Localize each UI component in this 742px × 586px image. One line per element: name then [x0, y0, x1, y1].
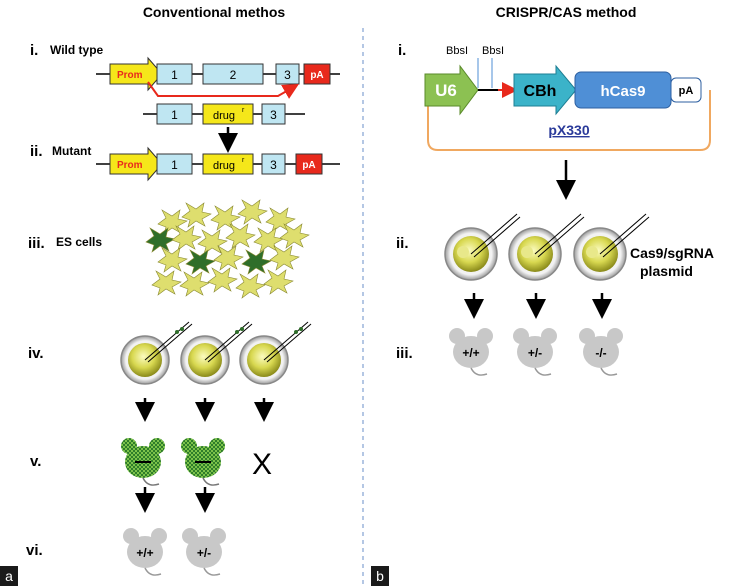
wt-exon-1: [156, 63, 193, 85]
wt-pa: [303, 63, 331, 85]
wt-pa-label: pA: [310, 70, 323, 81]
right-step-num-3: iii.: [396, 345, 413, 362]
cbh-promoter: [513, 64, 577, 116]
wt-promoter-label: Prom: [117, 70, 143, 81]
right-title: CRISPR/CAS method: [496, 4, 637, 20]
left-step-label-3: ES cells: [56, 235, 102, 249]
left-offspring-1: +/+: [122, 527, 168, 576]
wt-exon-1-label: 1: [171, 68, 178, 82]
wt-exon-2-label: 2: [230, 68, 237, 82]
left-genotype-2: +/-: [197, 546, 211, 560]
tc-exon-1-label: 1: [171, 108, 178, 122]
u6-promoter: [424, 64, 479, 116]
mut-drug-label: drug: [213, 160, 235, 172]
tc-drug-sup: r: [242, 107, 245, 114]
left-injected-embryos: [120, 321, 312, 385]
mut-promoter-label: Prom: [117, 160, 143, 171]
tc-exon-3-label: 3: [270, 108, 277, 122]
left-step-num-3: iii.: [28, 235, 45, 252]
mut-exon-3-label: 3: [270, 158, 277, 172]
wt-exon-3: [275, 63, 300, 85]
px330-plasmid: BbsI BbsI U6 CBh hCas9 pA pX330: [424, 45, 711, 151]
left-arrows-to-chimeras: [135, 398, 274, 422]
wt-exon-3-label: 3: [284, 68, 291, 82]
injection-label-2: plasmid: [640, 263, 693, 279]
hcas9-label: hCas9: [600, 83, 645, 100]
left-genotype-1: +/+: [136, 546, 153, 560]
mutant-gene: Prom 1 drug r 3 pA: [96, 146, 340, 182]
right-offspring-2: +/-: [512, 327, 558, 376]
panel-tag-b: b: [376, 568, 384, 584]
mut-drug-sup: r: [242, 157, 245, 164]
panel-tag-b-box: [371, 566, 389, 586]
cbh-label: CBh: [524, 83, 557, 100]
left-step-label-2: Mutant: [52, 144, 91, 158]
left-step-num-2: ii.: [30, 143, 43, 160]
plasmid-pa: [670, 77, 702, 103]
chimera-mouse-1: [120, 437, 166, 487]
left-step-num-5: v.: [30, 453, 41, 470]
right-step-num-1: i.: [398, 42, 406, 59]
failed-mark: X: [252, 448, 272, 481]
panel-tag-a-box: [0, 566, 18, 586]
wild-type-gene: Prom 1 2 3 pA: [96, 56, 340, 92]
left-step-num-6: vi.: [26, 542, 43, 559]
left-arrows-to-offspring: [135, 487, 215, 513]
es-cells-cluster: [145, 199, 310, 299]
right-genotype-2: +/-: [528, 346, 542, 360]
right-arrows-to-offspring: [464, 293, 612, 319]
left-offspring-2: +/-: [181, 527, 227, 576]
left-step-label-1: Wild type: [50, 43, 104, 57]
injection-label-1: Cas9/sgRNA: [630, 245, 714, 261]
right-offspring-1: +/+: [448, 327, 494, 376]
plasmid-name: pX330: [548, 122, 589, 138]
mut-pa-label: pA: [302, 160, 315, 171]
transcript-arrow: [147, 81, 299, 99]
right-genotype-3: -/-: [595, 346, 606, 360]
tc-drug-label: drug: [213, 110, 235, 122]
left-step-num-4: iv.: [28, 345, 44, 362]
u6-label: U6: [435, 81, 457, 100]
bbsi-site-1: BbsI: [446, 45, 468, 57]
right-genotype-1: +/+: [462, 346, 479, 360]
left-title: Conventional methos: [143, 4, 286, 20]
right-step-num-2: ii.: [396, 235, 409, 252]
right-offspring-3: -/-: [578, 327, 624, 376]
right-injected-zygotes: [444, 213, 650, 281]
plasmid-pa-label: pA: [679, 85, 694, 97]
targeting-construct: 1 drug r 3: [143, 103, 305, 125]
chimera-mouse-2: [180, 437, 226, 487]
wt-exon-2: [202, 63, 264, 85]
panel-tag-a: a: [5, 568, 13, 584]
mut-exon-1-label: 1: [171, 158, 178, 172]
tc-drug-box: [202, 103, 254, 125]
bbsi-site-2: BbsI: [482, 45, 504, 57]
left-step-num-1: i.: [30, 42, 38, 59]
plasmid-backbone: [427, 90, 711, 151]
